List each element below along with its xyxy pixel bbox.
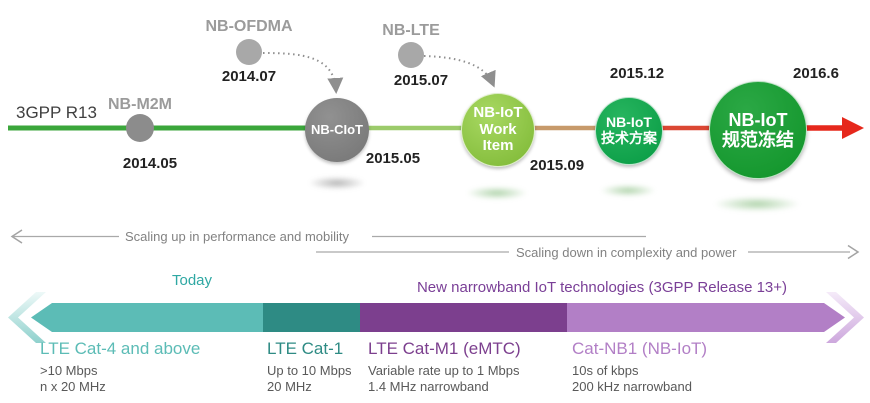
work-item-label-line1: NB-IoT [473,103,523,121]
today-label: Today [171,272,213,289]
milestone-node-nb-ciot: NB-CIoT [305,98,369,162]
scaling-up-label: Scaling up in performance and mobility [125,229,350,244]
milestone-date-2016-6: 2016.6 [793,65,839,82]
scaling-down-right-arrow-icon [847,244,860,260]
work-item-label-line2: Work Item [479,120,517,155]
segment-spec-cat4-rate: >10 Mbps [40,363,98,378]
scaling-down-label: Scaling down in complexity and power [516,245,737,260]
milestone-node-nb-iot-tech-plan: NB-IoT 技术方案 [595,97,663,165]
milestone-date-2015-09: 2015.09 [529,157,585,174]
timeline-arrowhead-icon [842,117,864,139]
new-narrowband-label: New narrowband IoT technologies (3GPP Re… [416,279,788,296]
freeze-reflection [712,196,802,212]
milestone-node-nb-iot-freeze: NB-IoT 规范冻结 [709,81,807,179]
segment-name-lte-catm1: LTE Cat-M1 (eMTC) [368,339,521,358]
spectrum-chevron-right-icon [826,292,864,343]
workitem-reflection [465,186,529,200]
tech-plan-label-line2: 技术方案 [601,130,657,146]
tech-plan-label-line1: NB-IoT [606,114,652,131]
segment-name-lte-cat1: LTE Cat-1 [267,339,344,358]
freeze-label-line2: 规范冻结 [722,130,794,150]
spectrum-segment-cat4 [31,303,263,332]
milestone-label-nb-ofdma: NB-OFDMA [205,18,293,35]
segment-spec-catnb1-rate: 10s of kbps [572,363,639,378]
segment-name-lte-cat4: LTE Cat-4 and above [40,339,201,358]
segment-legend-cat-nb1: Cat-NB1 (NB-IoT) 10s of kbps 200 kHz nar… [572,339,707,395]
milestone-date-2015-12: 2015.12 [609,65,665,82]
milestone-node-nb-m2m [126,114,154,142]
segment-spec-catm1-rate: Variable rate up to 1 Mbps [368,363,520,378]
segment-spec-catnb1-bandwidth: 200 kHz narrowband [572,379,692,394]
spectrum-segment-catnb1 [567,303,845,332]
milestone-node-nb-ofdma [236,39,262,65]
scaling-up-left-arrow-icon [10,229,23,244]
milestone-label-nb-lte: NB-LTE [382,22,440,39]
ofdma-to-ciot-dotted-arrow-icon [262,52,344,94]
nb-ciot-label: NB-CIoT [311,121,363,137]
techplan-reflection [599,184,657,197]
milestone-node-nb-lte [398,42,424,68]
segment-legend-lte-cat4: LTE Cat-4 and above >10 Mbps n x 20 MHz [40,339,200,395]
milestone-date-2014-05: 2014.05 [122,155,178,172]
segment-name-cat-nb1: Cat-NB1 (NB-IoT) [572,339,708,358]
milestone-date-2015-07: 2015.07 [393,72,449,89]
segment-spec-cat4-bandwidth: n x 20 MHz [40,379,106,394]
segment-spec-cat1-bandwidth: 20 MHz [267,379,312,394]
segment-spec-cat1-rate: Up to 10 Mbps [267,363,352,378]
milestone-date-2015-05: 2015.05 [365,150,421,167]
milestone-date-2014-07: 2014.07 [221,68,277,85]
segment-legend-lte-catm1: LTE Cat-M1 (eMTC) Variable rate up to 1 … [368,339,521,395]
freeze-label-line1: NB-IoT [728,109,788,130]
spectrum-segment-catm1 [360,303,567,332]
spectrum-chevron-left-icon [8,292,46,343]
segment-legend-lte-cat1: LTE Cat-1 Up to 10 Mbps 20 MHz [267,339,352,395]
milestone-node-nb-iot-work-item: NB-IoT Work Item [461,93,535,167]
milestone-label-nb-m2m: NB-M2M [108,96,172,113]
segment-spec-catm1-bandwidth: 1.4 MHz narrowband [368,379,489,394]
spectrum-segment-cat1 [263,303,360,332]
track-label-3gpp-r13: 3GPP R13 [16,103,97,122]
ciot-reflection [307,176,367,190]
